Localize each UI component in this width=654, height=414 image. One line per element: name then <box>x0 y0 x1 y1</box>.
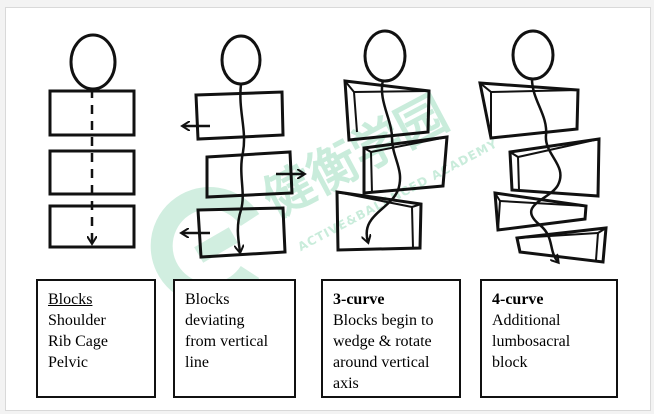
panel-caption-4-curve: 4-curve Additional lumbosacral block <box>480 279 618 398</box>
caption-line: Pelvic <box>48 354 88 371</box>
pelvic-block <box>493 191 588 232</box>
caption-line: block <box>492 354 528 371</box>
shoulder-block <box>343 79 431 142</box>
caption-line: Additional <box>492 312 561 329</box>
head-shape <box>69 33 117 91</box>
rib-cage-block <box>362 135 449 195</box>
caption-line: wedge & rotate <box>333 333 432 350</box>
spine-curve <box>530 78 562 262</box>
caption-heading: Blocks <box>48 291 93 308</box>
caption-title: 4-curve <box>492 291 544 308</box>
rib-cage-block <box>205 150 294 199</box>
caption-line: deviating <box>185 312 245 329</box>
head-shape <box>220 34 262 86</box>
shoulder-block <box>194 90 285 141</box>
caption-line: lumbosacral <box>492 333 571 350</box>
caption-line: line <box>185 354 209 371</box>
caption-line: axis <box>333 375 359 392</box>
figure-3-curve <box>335 29 449 252</box>
caption-line: Shoulder <box>48 312 106 329</box>
lumbosacral-block <box>515 226 608 264</box>
figure-aligned-blocks <box>48 33 136 249</box>
figure-deviating-blocks <box>182 34 304 259</box>
caption-line: from vertical <box>185 333 269 350</box>
pelvic-block <box>335 190 423 252</box>
head-shape <box>511 29 555 81</box>
caption-line: Blocks <box>185 291 230 308</box>
spine-curve <box>238 83 246 252</box>
rib-cage-block <box>508 137 601 198</box>
caption-line: Rib Cage <box>48 333 108 350</box>
figure-4-curve <box>478 29 608 264</box>
shoulder-block <box>478 81 580 140</box>
panel-caption-3-curve: 3-curve Blocks begin to wedge & rotate a… <box>321 279 461 398</box>
pelvic-block <box>196 206 287 259</box>
spine-curve <box>367 79 402 242</box>
panel-caption-blocks: Blocks Shoulder Rib Cage Pelvic <box>36 279 156 398</box>
panel-caption-deviating: Blocks deviating from vertical line <box>173 279 296 398</box>
head-shape <box>363 29 407 83</box>
caption-title: 3-curve <box>333 291 385 308</box>
caption-line: Blocks begin to <box>333 312 434 329</box>
caption-line: around vertical <box>333 354 430 371</box>
